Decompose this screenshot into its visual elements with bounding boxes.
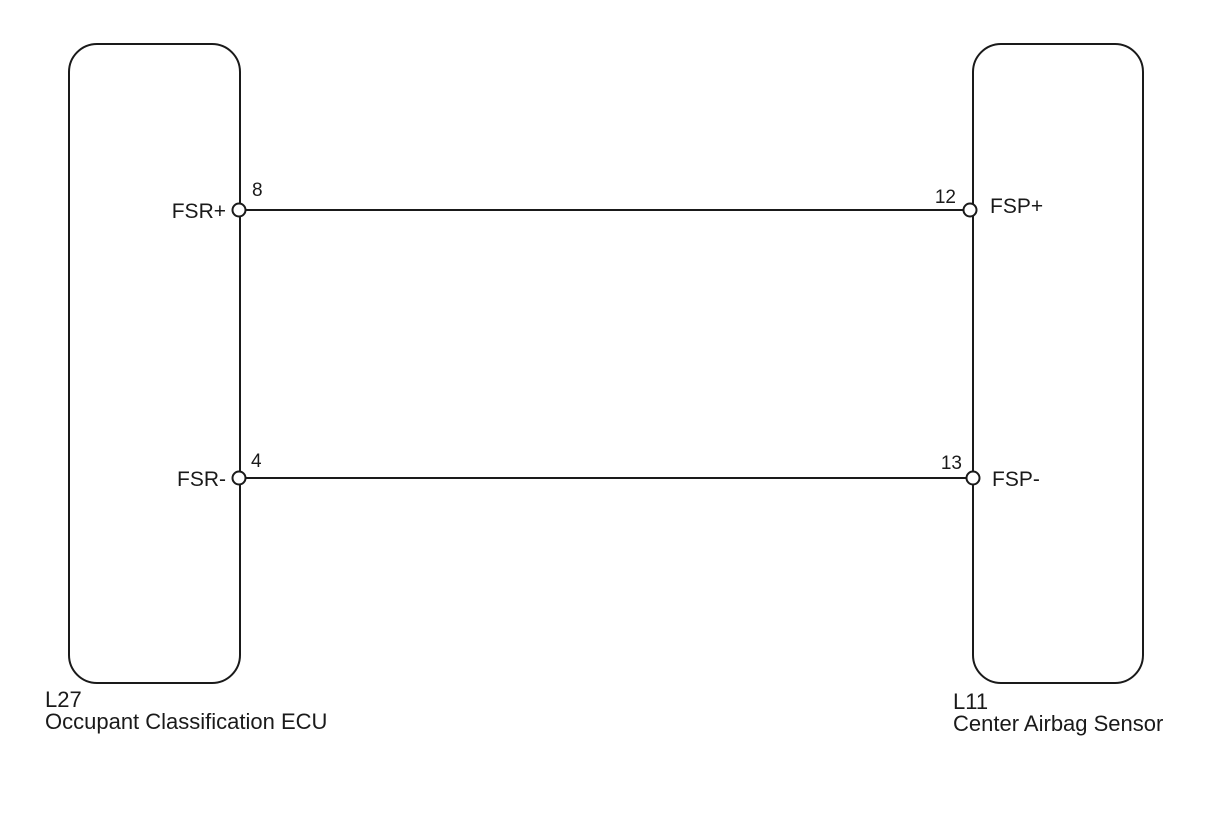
pin-number-13: 13 bbox=[941, 453, 962, 474]
signal-label-fsr-plus: FSR+ bbox=[172, 200, 226, 223]
signal-label-fsr-minus: FSR- bbox=[177, 468, 226, 491]
occupant-classification-ecu-box bbox=[68, 43, 241, 684]
pin-number-12: 12 bbox=[935, 187, 956, 208]
component-name-center-airbag-sensor: Center Airbag Sensor bbox=[953, 711, 1163, 736]
signal-label-fsp-plus: FSP+ bbox=[990, 195, 1043, 218]
center-airbag-sensor-box bbox=[972, 43, 1144, 684]
component-code-l11: L11 bbox=[953, 689, 988, 714]
pin-number-4: 4 bbox=[251, 451, 262, 472]
signal-label-fsp-minus: FSP- bbox=[992, 468, 1040, 491]
terminal-fsr-plus bbox=[231, 202, 247, 218]
pin-number-8: 8 bbox=[252, 180, 263, 201]
component-name-occupant-classification-ecu: Occupant Classification ECU bbox=[45, 709, 327, 734]
component-code-l27: L27 bbox=[45, 687, 82, 712]
terminal-fsr-minus bbox=[231, 470, 247, 486]
terminal-fsp-minus bbox=[965, 470, 981, 486]
terminal-fsp-plus bbox=[962, 202, 978, 218]
